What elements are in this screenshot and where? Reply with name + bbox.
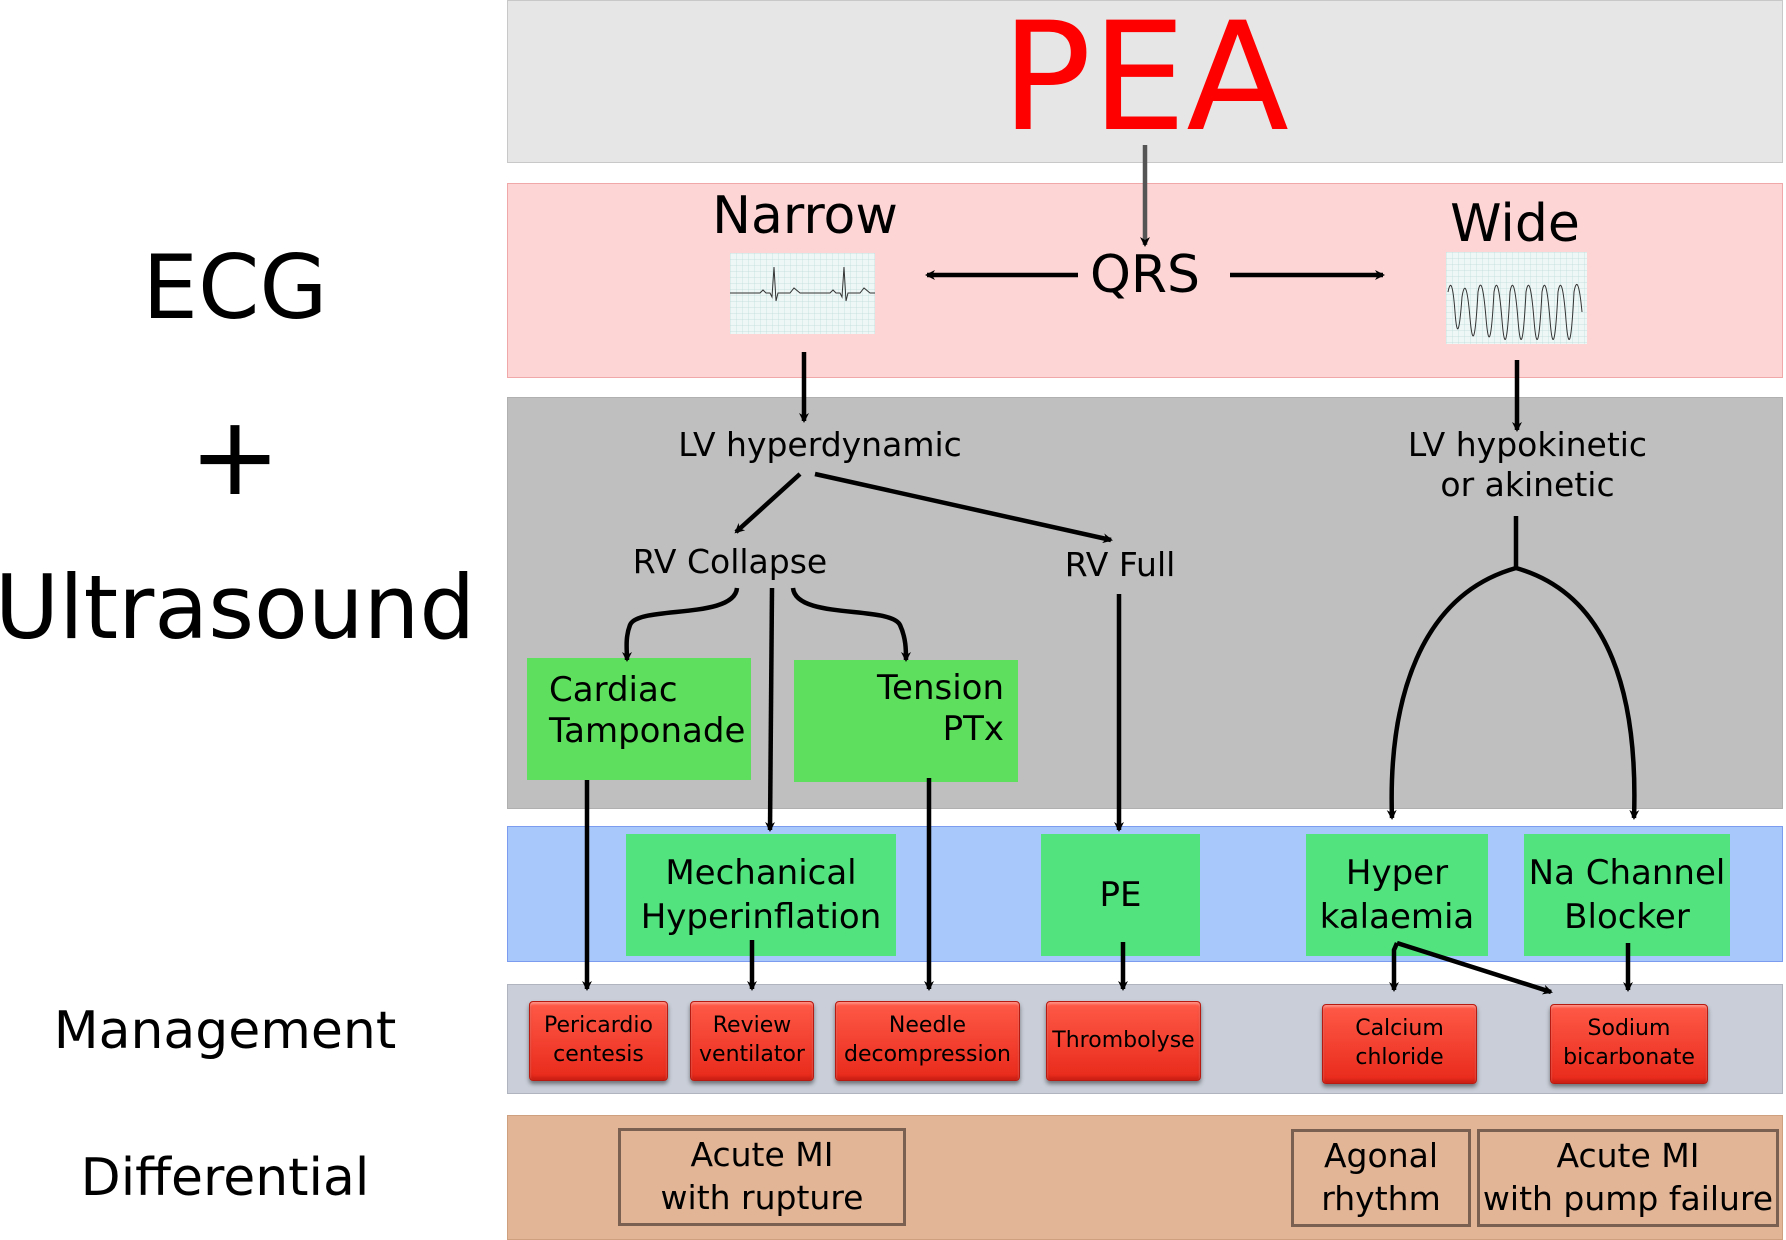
arrow-lvhyper-rvfull: [814, 471, 1113, 544]
hyperkalaemia-label: Hyper kalaemia: [1319, 852, 1475, 937]
agonal-rhythm-box: Agonal rhythm: [1291, 1129, 1471, 1227]
arrow-rvcollapse-tamponade: [621, 587, 740, 662]
rv-full-label: RV Full: [1064, 545, 1176, 584]
arrow-hyperk-calcium: [1389, 942, 1400, 992]
calcium-chloride-button[interactable]: Calcium chloride: [1322, 1004, 1477, 1084]
acute-mi-rupture-box: Acute MI with rupture: [618, 1128, 906, 1226]
narrow-label: Narrow: [712, 186, 898, 246]
review-ventilator-button[interactable]: Review ventilator: [690, 1001, 814, 1081]
acute-mi-pump-failure-box: Acute MI with pump failure: [1477, 1129, 1779, 1227]
cardiac-tamponade-label: Cardiac Tamponade: [549, 670, 746, 751]
arrow-rvcollapse-ptx: [790, 587, 911, 662]
ultrasound-label: Ultrasound: [0, 556, 476, 659]
arrow-lvhypo-nablocker: [1515, 565, 1640, 820]
na-channel-blocker-box: Na Channel Blocker: [1524, 834, 1730, 956]
needle-decompression-button[interactable]: Needle decompression: [835, 1001, 1020, 1081]
management-label: Management: [53, 1001, 397, 1061]
arrow-hyperk-bicarb: [1396, 940, 1553, 995]
tension-ptx-box: Tension PTx: [794, 660, 1018, 782]
na-channel-blocker-label: Na Channel Blocker: [1528, 852, 1726, 937]
rv-collapse-label: RV Collapse: [632, 542, 828, 581]
qrs-label: QRS: [1089, 245, 1201, 305]
pe-label: PE: [1099, 875, 1142, 915]
arrow-lvhypo-hyperk: [1386, 565, 1517, 820]
pe-box: PE: [1041, 834, 1200, 956]
ecg-label: ECG: [142, 236, 328, 339]
lv-hyperdynamic-label: LV hyperdynamic: [678, 425, 962, 464]
pea-band: [507, 0, 1783, 163]
wide-label: Wide: [1450, 194, 1580, 254]
mechanical-hyperinflation-label: Mechanical Hyperinflation: [640, 852, 882, 937]
sodium-bicarbonate-button[interactable]: Sodium bicarbonate: [1550, 1004, 1708, 1084]
differential-band: [507, 1115, 1783, 1240]
arrow-rvcollapse-mech: [765, 587, 776, 832]
lv-hypokinetic-label: LV hypokinetic or akinetic: [1407, 425, 1648, 504]
cardiac-tamponade-box: Cardiac Tamponade: [527, 658, 751, 780]
plus-label: +: [188, 392, 282, 520]
wide-ecg-strip: [1446, 252, 1587, 344]
tension-ptx-label: Tension PTx: [877, 668, 1004, 749]
page-title: PEA: [1001, 0, 1289, 165]
mechanical-hyperinflation-box: Mechanical Hyperinflation: [626, 834, 896, 956]
hyperkalaemia-box: Hyper kalaemia: [1306, 834, 1488, 956]
differential-label: Differential: [80, 1148, 370, 1208]
narrow-ecg-strip: [730, 253, 875, 334]
arrow-lvhyper-rvcollapse: [734, 472, 802, 534]
thrombolyse-button[interactable]: Thrombolyse: [1046, 1001, 1201, 1081]
pericardiocentesis-button[interactable]: Pericardio centesis: [529, 1001, 668, 1081]
